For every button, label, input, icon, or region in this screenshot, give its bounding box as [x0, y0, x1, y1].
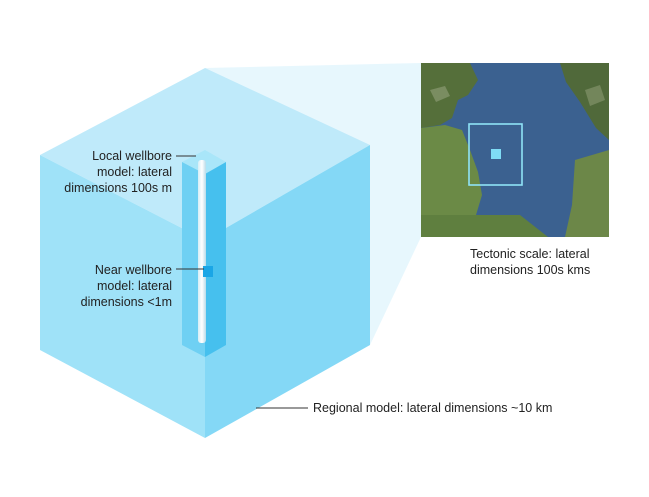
land-bottom: [421, 215, 548, 237]
regional-label: Regional model: lateral dimensions ~10 k…: [313, 401, 553, 415]
wellbore-pipe: [198, 160, 206, 343]
near-wellbore-label: Near wellbore model: lateral dimensions …: [80, 263, 172, 309]
land-main-left: [421, 125, 482, 237]
cube-right-face: [205, 145, 370, 438]
local-wellbore-column: [182, 150, 226, 357]
tectonic-map: [421, 63, 609, 237]
land-right-bottom: [565, 150, 609, 237]
regional-highlight-box: [468, 123, 523, 186]
cube-left-face: [40, 155, 205, 438]
tectonic-label: Tectonic scale: lateral dimensions 100s …: [470, 247, 591, 277]
near-wellbore-block: [203, 266, 213, 277]
regional-cube: [40, 68, 370, 438]
local-highlight-square: [491, 149, 501, 159]
column-right: [205, 162, 226, 357]
local-wellbore-label: Local wellbore model: lateral dimensions…: [64, 149, 172, 195]
land-right-top: [560, 63, 609, 140]
